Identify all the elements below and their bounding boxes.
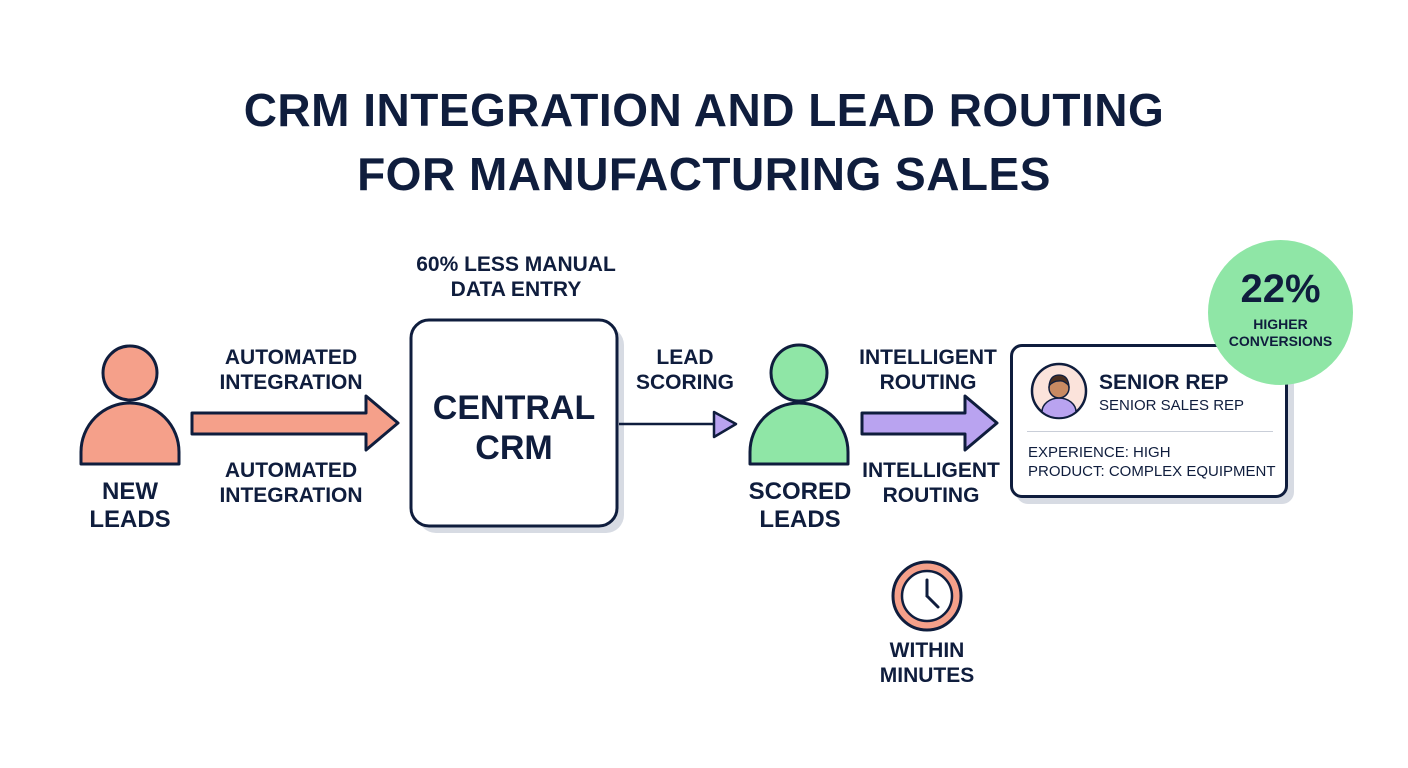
scoring-label-line2: SCORING (635, 371, 734, 394)
rep-card-subtitle: SENIOR SALES REP (1099, 397, 1245, 414)
manual-entry-line2: DATA ENTRY (450, 278, 582, 301)
rep-card-divider (1027, 431, 1273, 432)
new-leads-label: NEW LEADS (70, 478, 190, 534)
central-crm-line1: CENTRAL (432, 389, 596, 427)
rep-card-title: SENIOR REP (1099, 371, 1229, 394)
new-leads-label-line1: NEW (102, 478, 158, 505)
scored-leads-label: SCORED LEADS (735, 478, 865, 534)
scored-leads-label-line1: SCORED (748, 478, 852, 505)
integration-arrow (190, 394, 400, 452)
integration-label-bottom: AUTOMATED INTEGRATION (200, 458, 382, 508)
routing-arrow (860, 394, 999, 452)
scored-leads-person-icon (748, 343, 850, 466)
conversion-badge: 22% HIGHER CONVERSIONS (1208, 240, 1353, 385)
timing-label-line1: WITHIN (889, 639, 965, 662)
integration-bottom-line2: INTEGRATION (219, 484, 363, 507)
clock-icon (891, 560, 963, 632)
conversion-badge-line1: HIGHER (1253, 316, 1308, 332)
timing-label-line2: MINUTES (879, 664, 975, 687)
new-leads-person-icon (79, 344, 181, 466)
timing-label: WITHIN MINUTES (867, 638, 987, 688)
person-avatar-icon (1030, 362, 1088, 420)
diagram-title-line2: FOR MANUFACTURING SALES (357, 148, 1051, 200)
central-crm-line2: CRM (475, 429, 553, 467)
scored-leads-label-line2: LEADS (759, 506, 841, 533)
manual-entry-callout: 60% LESS MANUAL DATA ENTRY (396, 252, 636, 302)
conversion-badge-line2: CONVERSIONS (1228, 333, 1333, 349)
manual-entry-line1: 60% LESS MANUAL (416, 253, 616, 276)
routing-label-bottom: INTELLIGENT ROUTING (855, 458, 1007, 508)
routing-bottom-line1: INTELLIGENT (862, 459, 1000, 482)
scoring-arrow (619, 410, 738, 439)
central-crm-box (409, 318, 624, 533)
scoring-label: LEAD SCORING (630, 345, 740, 395)
integration-label-top: AUTOMATED INTEGRATION (200, 345, 382, 395)
routing-bottom-line2: ROUTING (882, 484, 980, 507)
integration-top-line2: INTEGRATION (219, 371, 363, 394)
rep-card-product: PRODUCT: COMPLEX EQUIPMENT (1028, 463, 1276, 480)
diagram-title-line1: CRM INTEGRATION AND LEAD ROUTING (243, 84, 1165, 136)
integration-top-line1: AUTOMATED (224, 346, 358, 369)
rep-card-experience: EXPERIENCE: HIGH (1028, 444, 1171, 461)
conversion-badge-value: 22% (1240, 267, 1321, 311)
routing-top-line1: INTELLIGENT (859, 346, 997, 369)
scoring-label-line1: LEAD (656, 346, 714, 369)
integration-bottom-line1: AUTOMATED (224, 459, 358, 482)
routing-top-line2: ROUTING (879, 371, 977, 394)
new-leads-label-line2: LEADS (89, 506, 171, 533)
central-crm-label: CENTRAL CRM (412, 388, 616, 468)
routing-label-top: INTELLIGENT ROUTING (852, 345, 1004, 395)
